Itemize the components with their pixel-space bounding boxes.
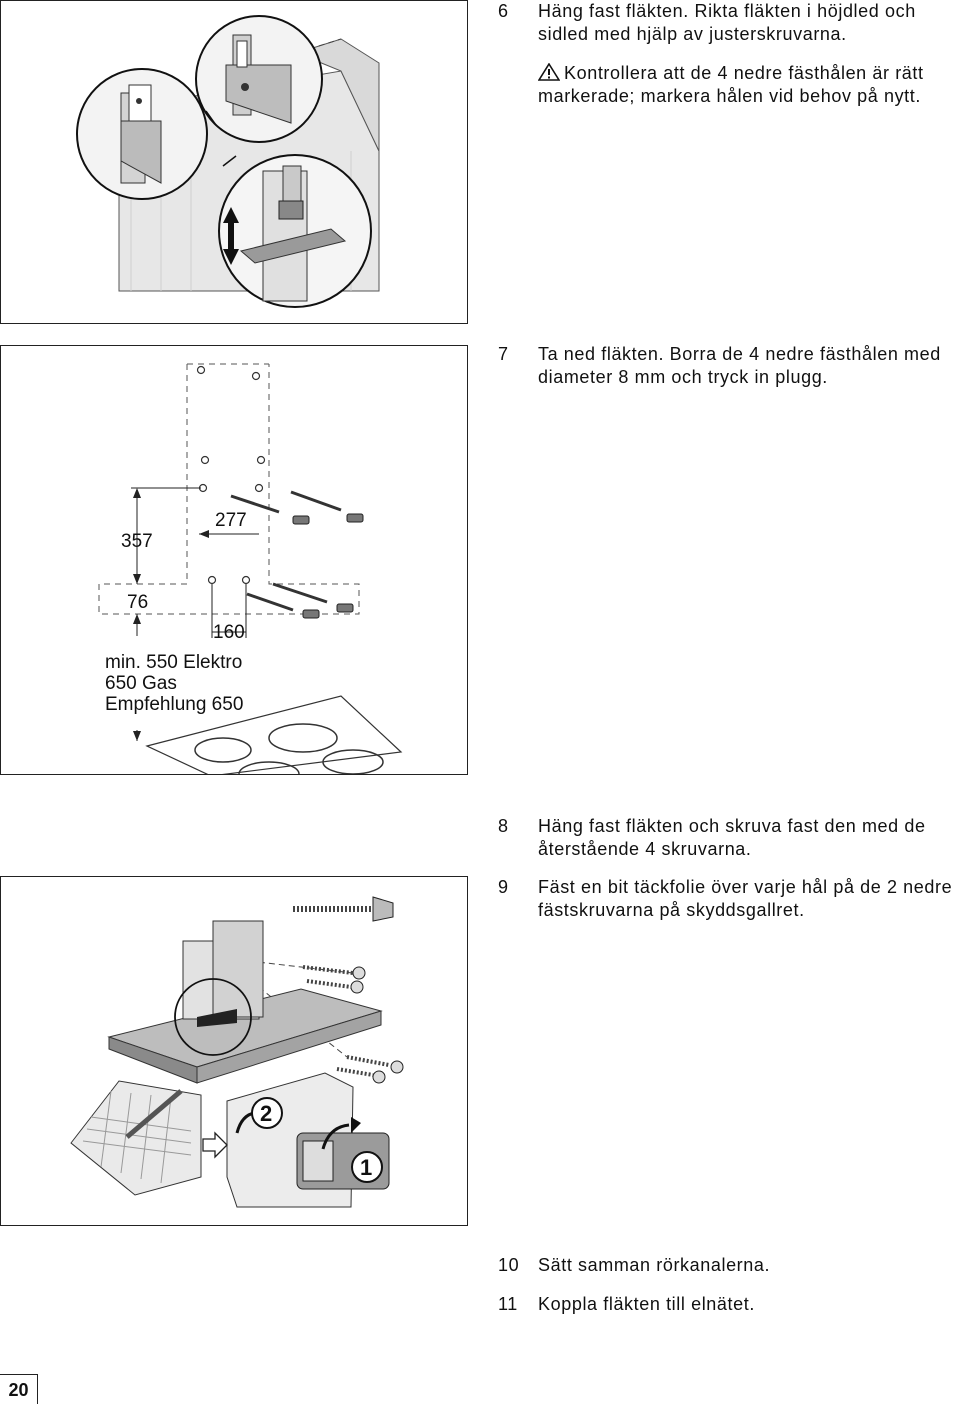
illustration-hood-screws: 2 1 [70, 896, 404, 1208]
callout-1: 1 [351, 1151, 383, 1183]
step-number: 11 [498, 1294, 518, 1314]
clearance-note-line3: Empfehlung 650 [105, 694, 243, 715]
step-number: 10 [498, 1255, 520, 1275]
illustration-drilling-dimensions: 357 277 76 160 min. 550 Elektro 650 Gas … [98, 363, 403, 774]
arrow-right-icon [202, 1131, 228, 1159]
clearance-note-line1: min. 550 Elektro [105, 652, 242, 673]
dimension-76: 76 [127, 592, 148, 613]
hob-burner-icon [194, 723, 384, 774]
figure-mounting-adjustment [0, 0, 468, 324]
page-number: 20 [0, 1374, 38, 1404]
warning-triangle-icon [538, 63, 560, 81]
figure-drill-holes: 357 277 76 160 min. 550 Elektro 650 Gas … [0, 345, 468, 775]
dimension-277: 277 [215, 510, 247, 531]
step-text: Ta ned fläkten. Borra de 4 nedre fästhål… [538, 344, 941, 387]
step-text: Koppla fläkten till elnätet. [538, 1294, 755, 1314]
figure-screw-fixing: 2 1 [0, 876, 468, 1226]
step-text: Fäst en bit täckfolie över varje hål på … [538, 877, 953, 920]
svg-text:2: 2 [260, 1101, 272, 1126]
clearance-note-line2: 650 Gas [105, 673, 177, 694]
up-down-arrow-icon [223, 207, 239, 265]
step-number: 7 [498, 344, 509, 364]
step-number: 8 [498, 816, 509, 836]
illustration-hood-brackets [76, 15, 380, 308]
step-text: Häng fast fläkten och skruva fast den me… [538, 816, 926, 859]
step-number: 9 [498, 877, 509, 897]
warning-text: Kontrollera att de 4 nedre fästhålen är … [538, 63, 924, 106]
dimension-357: 357 [121, 531, 153, 552]
step-text: Häng fast fläkten. Rikta fläkten i höjdl… [538, 1, 916, 44]
wall-plug-icon [292, 513, 364, 619]
step-text: Sätt samman rörkanalerna. [538, 1255, 771, 1275]
step-number: 6 [498, 1, 509, 21]
svg-text:1: 1 [360, 1155, 372, 1180]
callout-2: 2 [251, 1097, 283, 1129]
drill-bit-icon [230, 490, 342, 612]
dimension-160: 160 [213, 622, 245, 643]
screw-icon [293, 896, 404, 1084]
